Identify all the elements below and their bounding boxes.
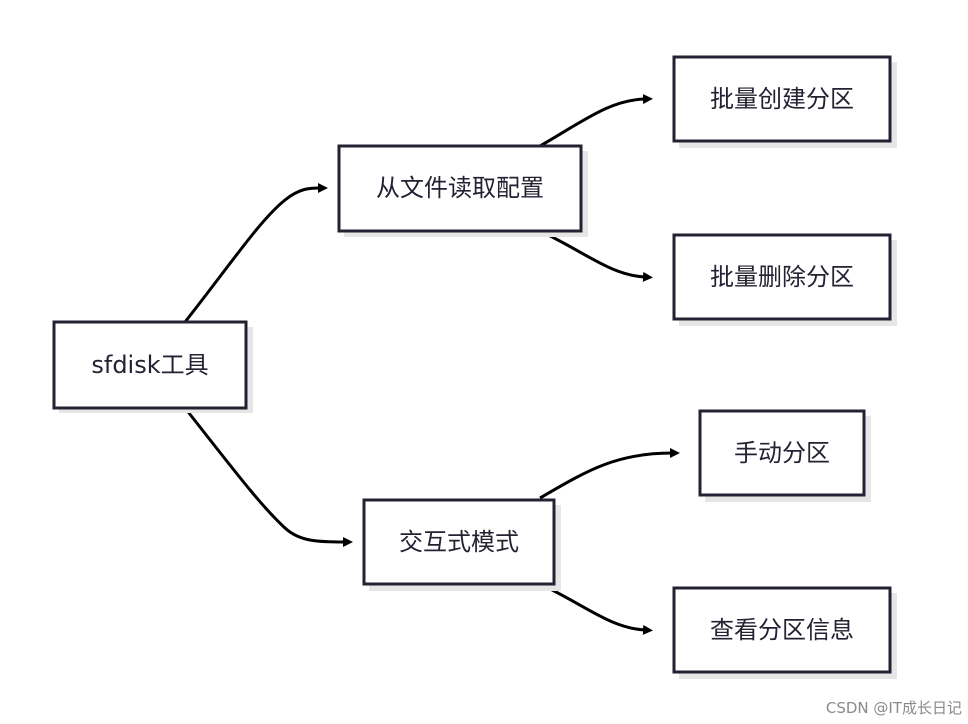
edge-interactive-to-manual: [539, 448, 680, 500]
node-read-config: 从文件读取配置: [337, 144, 588, 237]
node-interactive: 交互式模式: [362, 498, 561, 591]
node-manual-partition-label: 手动分区: [734, 439, 830, 467]
edge-root-to-interactive: [183, 407, 353, 547]
node-manual-partition: 手动分区: [698, 409, 871, 502]
node-batch-create-label: 批量创建分区: [710, 85, 854, 113]
watermark: CSDN @IT成长日记: [825, 699, 962, 717]
node-view-info: 查看分区信息: [672, 586, 897, 679]
node-root: sfdisk工具: [52, 320, 253, 413]
edge-root-to-read-config: [183, 183, 328, 323]
node-root-label: sfdisk工具: [91, 351, 208, 379]
node-batch-delete-label: 批量删除分区: [710, 263, 854, 291]
edge-read-config-to-batch-delete: [539, 229, 653, 282]
node-batch-create: 批量创建分区: [672, 55, 897, 148]
edge-read-config-to-batch-create: [539, 94, 653, 148]
node-view-info-label: 查看分区信息: [710, 616, 854, 644]
node-interactive-label: 交互式模式: [399, 528, 519, 556]
node-batch-delete: 批量删除分区: [672, 233, 897, 326]
node-read-config-label: 从文件读取配置: [376, 174, 544, 202]
